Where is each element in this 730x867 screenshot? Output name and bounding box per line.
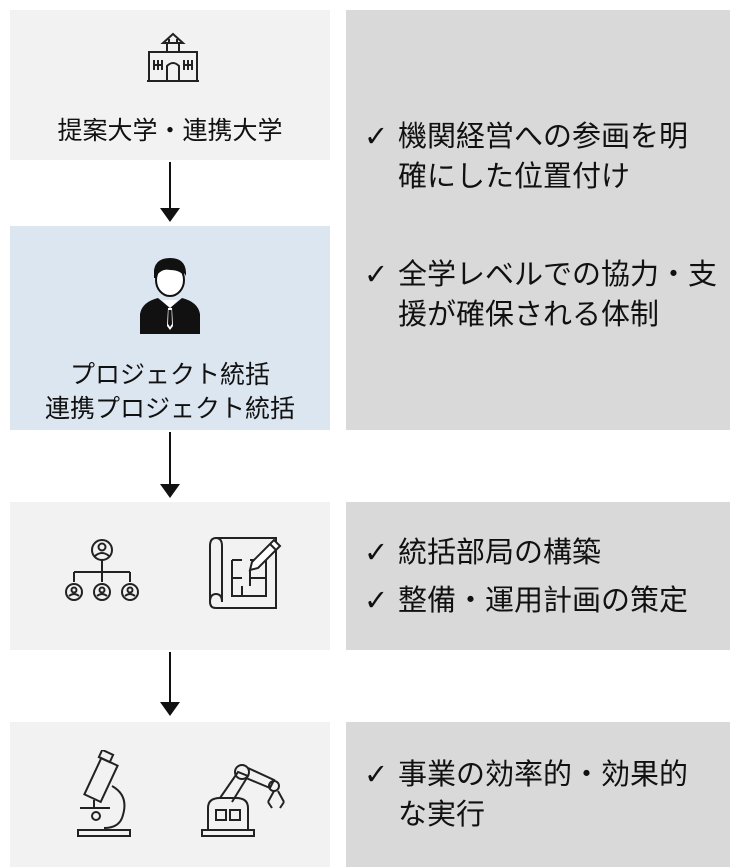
microscope-icon: [77, 750, 131, 837]
outcome-panel-2: ✓ 統括部局の構築 ✓ 整備・運用計画の策定: [346, 502, 730, 650]
step-project-lead-label-1: プロジェクト統括: [69, 360, 270, 389]
outcome-item: ✓ 全学レベルでの協力・支 援が確保される体制: [364, 254, 724, 334]
outcome-panel-3: ✓ 事業の効率的・効果的 な実行: [346, 722, 730, 867]
step-execution-box: [10, 722, 330, 867]
outcome-item: ✓ 機関経営への参画を明 確にした位置付け: [364, 116, 724, 196]
check-mark-icon: ✓: [364, 583, 389, 617]
outcome-panel-1: ✓ 機関経営への参画を明 確にした位置付け ✓ 全学レベルでの協力・支 援が確保…: [346, 10, 730, 430]
person-in-suit-icon: [140, 258, 200, 334]
step-project-lead-box: プロジェクト統括 連携プロジェクト統括: [10, 226, 330, 430]
flow-arrow-1: [160, 162, 180, 222]
step-organization-box: [10, 502, 330, 650]
check-mark-icon: ✓: [364, 257, 389, 291]
university-building-icon: [147, 32, 199, 82]
org-chart-icon: [65, 539, 139, 601]
outcome-item: ✓ 事業の効率的・効果的 な実行: [364, 754, 724, 834]
flow-arrow-2: [160, 432, 180, 498]
outcome-item: ✓ 整備・運用計画の策定: [364, 580, 724, 620]
robot-arm-icon: [201, 764, 285, 837]
check-mark-icon: ✓: [364, 119, 389, 153]
blueprint-plan-icon: [209, 536, 282, 609]
step-project-lead-label-2: 連携プロジェクト統括: [44, 394, 295, 423]
step-university-box: 提案大学・連携大学: [10, 10, 330, 160]
check-mark-icon: ✓: [364, 757, 389, 791]
flow-arrow-3: [160, 652, 180, 716]
check-mark-icon: ✓: [364, 535, 389, 569]
step-university-label: 提案大学・連携大学: [57, 116, 283, 145]
outcome-item: ✓ 統括部局の構築: [364, 532, 724, 572]
